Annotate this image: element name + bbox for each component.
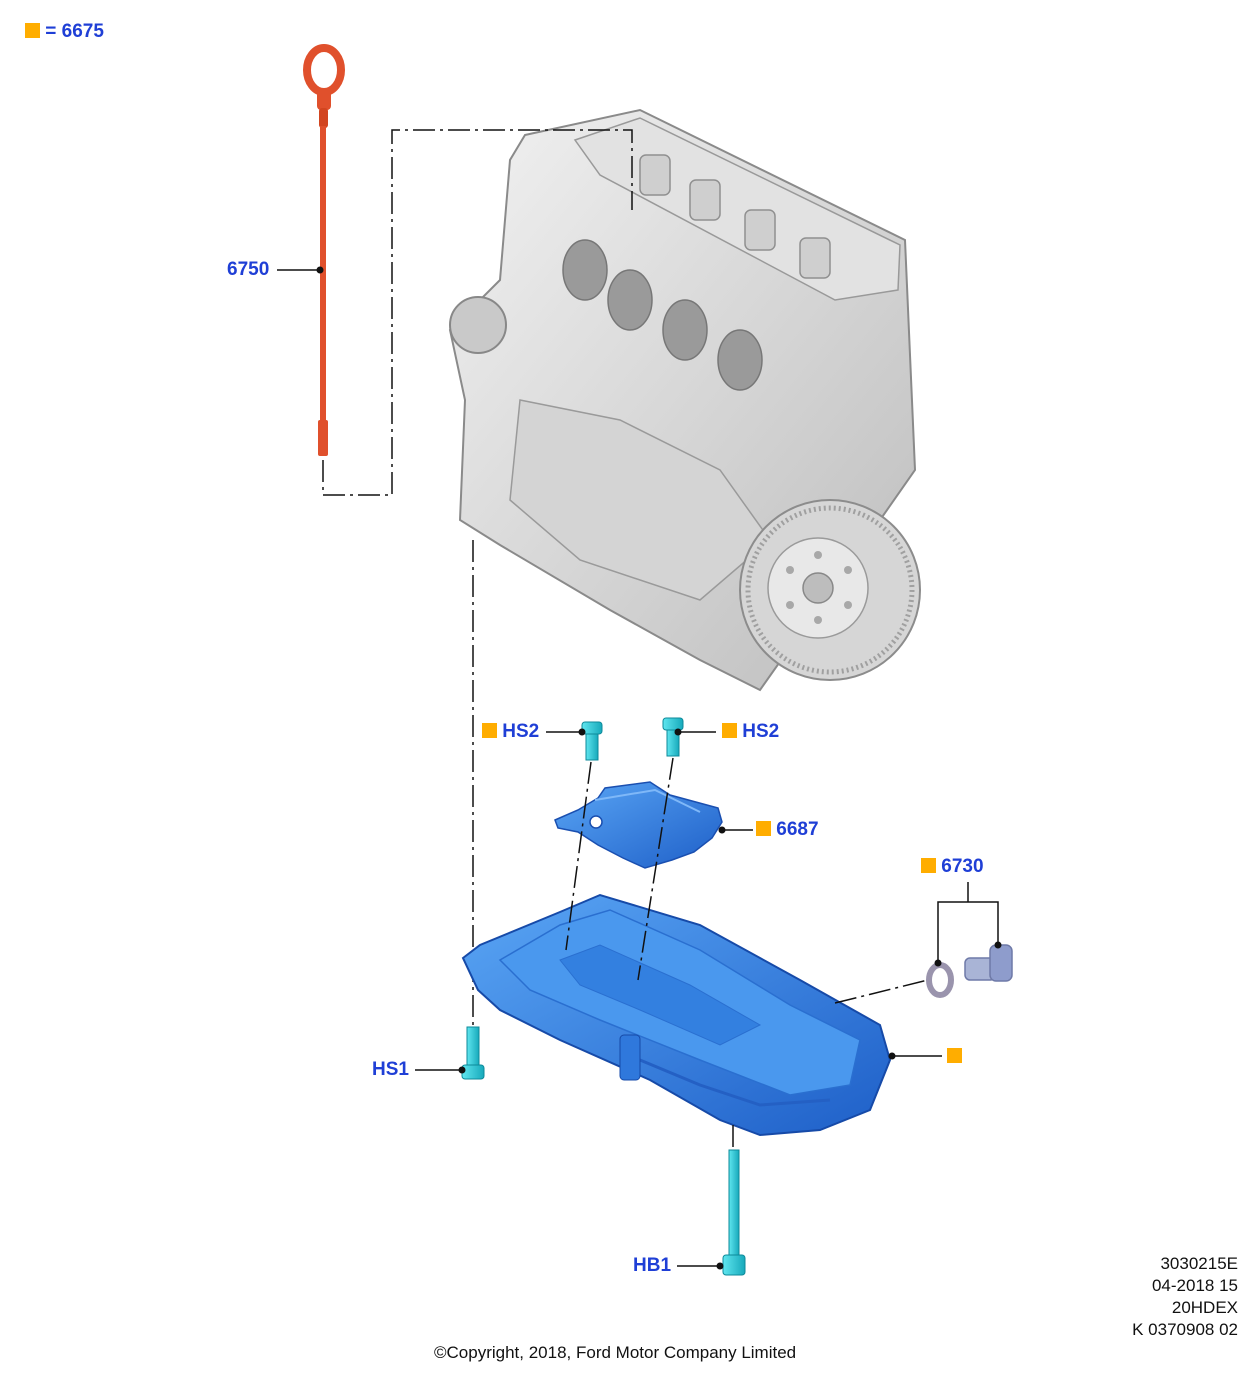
copyright: ©Copyright, 2018, Ford Motor Company Lim… xyxy=(434,1343,797,1362)
label-6730-text: 6730 xyxy=(941,856,984,877)
bolt-hb1 xyxy=(722,1149,746,1276)
legend-code: 6675 xyxy=(61,21,104,42)
marker-square xyxy=(25,23,40,38)
label-hs2-left-text: HS2 xyxy=(502,721,540,742)
label-6687-text: 6687 xyxy=(776,819,819,840)
oil-baffle-plate xyxy=(554,781,723,869)
bolt-hs2-right xyxy=(662,717,684,757)
meta-engine: 20HDEX xyxy=(1171,1298,1238,1317)
engine-block xyxy=(448,108,921,692)
oil-dipstick xyxy=(303,44,345,456)
label-hs2-right: HS2 xyxy=(722,722,779,742)
marker-square xyxy=(756,821,771,836)
dipstick-leader xyxy=(277,129,633,496)
oil-pan xyxy=(461,893,892,1137)
leader-lines xyxy=(415,731,999,1267)
legend-equals: = xyxy=(45,21,57,42)
marker-square xyxy=(482,723,497,738)
diagram-metadata: 3030215E 04-2018 15 20HDEX K 0370908 02 xyxy=(1132,1253,1238,1341)
label-hb1: HB1 xyxy=(633,1255,672,1276)
alignment-lines xyxy=(565,757,929,1148)
legend: = 6675 xyxy=(25,22,104,42)
marker-square xyxy=(722,723,737,738)
label-hs1: HS1 xyxy=(372,1059,409,1080)
label-oil-pan-marker xyxy=(947,1047,962,1067)
leader-dots xyxy=(458,728,1002,1270)
bolt-hs2-left xyxy=(581,721,603,761)
drain-plug-assembly xyxy=(926,944,1013,998)
label-6687: 6687 xyxy=(756,820,819,840)
meta-ref: 3030215E xyxy=(1160,1254,1238,1273)
meta-code: K 0370908 02 xyxy=(1132,1320,1238,1339)
bolt-hs1 xyxy=(461,1026,485,1080)
marker-square xyxy=(921,858,936,873)
meta-date: 04-2018 15 xyxy=(1151,1276,1238,1295)
label-hs2-left: HS2 xyxy=(482,722,539,742)
marker-square xyxy=(947,1048,962,1063)
label-6750: 6750 xyxy=(227,259,270,280)
label-6730: 6730 xyxy=(921,857,984,877)
label-hs2-right-text: HS2 xyxy=(742,721,780,742)
